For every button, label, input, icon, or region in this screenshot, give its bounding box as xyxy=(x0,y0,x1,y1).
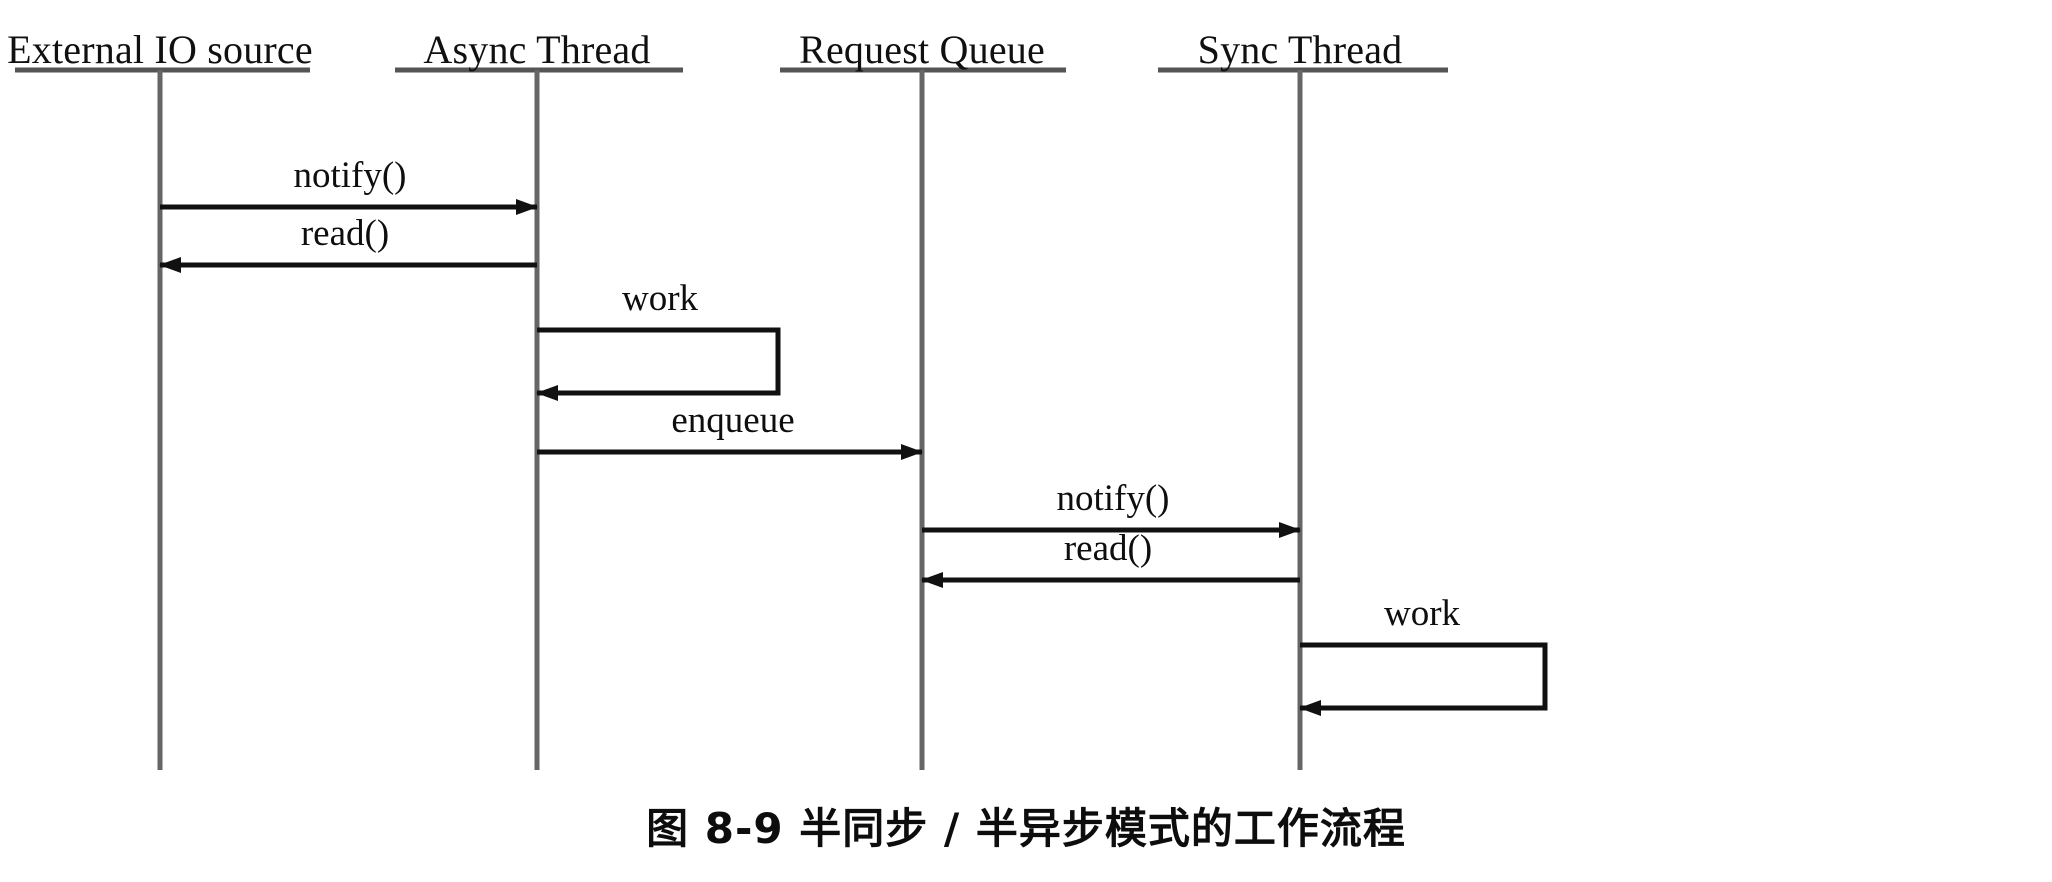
participant-label-async-thread: Async Thread xyxy=(423,27,651,72)
participant-label-request-queue: Request Queue xyxy=(799,27,1045,72)
message-arrows xyxy=(159,199,1548,716)
figure-caption: 图 8-9 半同步 / 半异步模式的工作流程 xyxy=(646,804,1406,853)
message-label-notify-1: notify() xyxy=(293,155,407,196)
message-label-read-2: read() xyxy=(1063,528,1153,569)
message-label-work-2: work xyxy=(1383,593,1461,634)
message-label-read-1: read() xyxy=(300,213,390,254)
message-self-call-work-2 xyxy=(1299,642,1548,716)
participant-label-sync-thread: Sync Thread xyxy=(1197,27,1403,72)
message-self-call-work-1 xyxy=(536,327,781,401)
message-label-enqueue: enqueue xyxy=(671,400,795,441)
message-label-work-1: work xyxy=(621,278,699,319)
participant-label-external-io-source: External IO source xyxy=(7,27,313,72)
message-label-notify-2: notify() xyxy=(1056,478,1170,519)
lifelines xyxy=(157,70,1303,770)
